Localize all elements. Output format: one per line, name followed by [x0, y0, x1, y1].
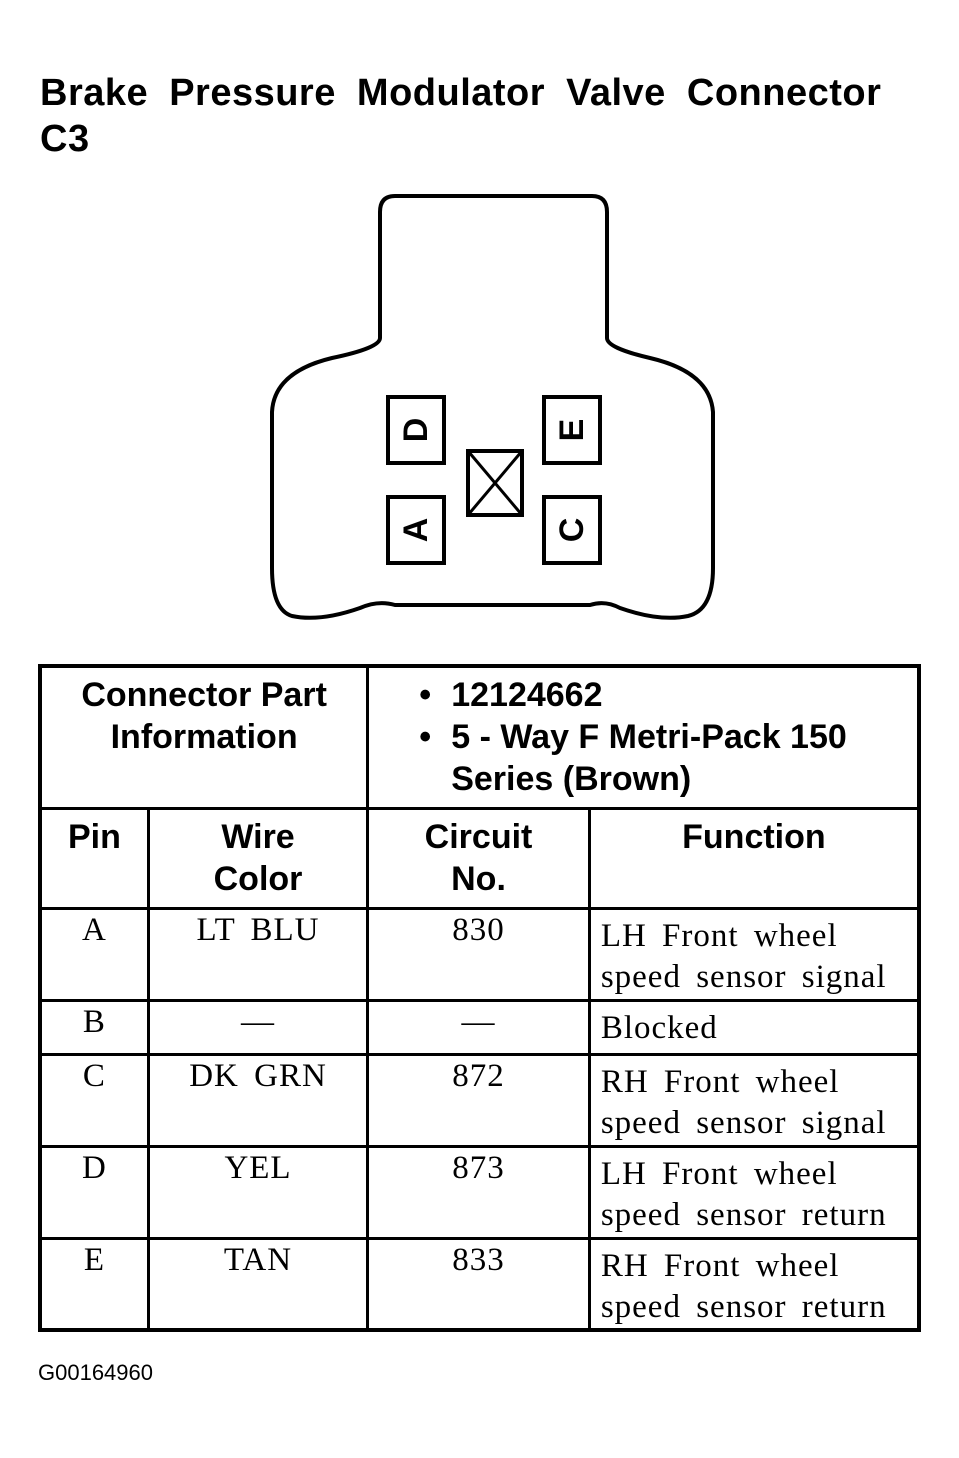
circuit-cell: 872: [366, 1052, 591, 1148]
column-header-wire-color: Wire Color: [146, 806, 370, 910]
connector-pinout-table: Connector Part Information • 12124662 • 5 …: [38, 664, 921, 1332]
function-cell: LH Front wheel speed sensor return: [587, 1144, 921, 1240]
wire-color-cell: LT BLU: [146, 906, 370, 1002]
table-row: E TAN 833 RH Front wheel speed sensor re…: [38, 1236, 921, 1332]
wire-color-cell: TAN: [146, 1236, 370, 1332]
function-cell: RH Front wheel speed sensor signal: [587, 1052, 921, 1148]
column-header-function: Function: [587, 806, 921, 910]
cavity-a-label: A: [397, 518, 435, 543]
circuit-cell: —: [366, 998, 591, 1056]
part-info-values-cell: • 12124662 • 5 - Way F Metri-Pack 150 Seri…: [366, 664, 921, 810]
table-row: D YEL 873 LH Front wheel speed sensor re…: [38, 1144, 921, 1240]
wire-color-cell: DK GRN: [146, 1052, 370, 1148]
part-number-item: • 12124662: [419, 674, 917, 716]
part-info-row: Connector Part Information • 12124662 • 5 …: [38, 664, 921, 810]
diagram-title: Brake Pressure Modulator Valve Connector…: [40, 72, 882, 160]
column-header-pin: Pin: [38, 806, 150, 910]
circuit-cell: 830: [366, 906, 591, 1002]
cavity-c: C: [542, 495, 602, 565]
part-info-label-cell: Connector Part Information: [38, 664, 370, 810]
figure-id: G00164960: [38, 1360, 153, 1385]
cavity-d-label: D: [397, 418, 435, 443]
pin-cell: D: [38, 1144, 150, 1240]
blocked-cavity-icon: [466, 449, 524, 517]
column-header-circuit-no: Circuit No.: [366, 806, 591, 910]
circuit-cell: 873: [366, 1144, 591, 1240]
cavity-a: A: [386, 495, 446, 565]
table-row: A LT BLU 830 LH Front wheel speed sensor…: [38, 906, 921, 1002]
cavity-e-label: E: [553, 419, 591, 442]
circuit-cell: 833: [366, 1236, 591, 1332]
column-header-row: Pin Wire Color Circuit No. Function: [38, 806, 921, 910]
bullet-icon: •: [419, 718, 432, 756]
function-cell: RH Front wheel speed sensor return: [587, 1236, 921, 1332]
pin-cell: B: [38, 998, 150, 1056]
cavity-e: E: [542, 395, 602, 465]
pin-cell: A: [38, 906, 150, 1002]
cavity-d: D: [386, 395, 446, 465]
wire-color-cell: YEL: [146, 1144, 370, 1240]
table-row: B — — Blocked: [38, 998, 921, 1056]
part-description: 5 - Way F Metri-Pack 150 Series (Brown): [451, 718, 847, 798]
part-info-label: Connector Part Information: [81, 676, 327, 756]
wire-color-cell: —: [146, 998, 370, 1056]
function-cell: LH Front wheel speed sensor signal: [587, 906, 921, 1002]
connector-face-diagram: D E A C: [270, 194, 715, 620]
part-description-item: • 5 - Way F Metri-Pack 150 Series (Brown): [419, 716, 917, 800]
table-row: C DK GRN 872 RH Front wheel speed sensor…: [38, 1052, 921, 1148]
cavity-c-label: C: [553, 518, 591, 543]
function-cell: Blocked: [587, 998, 921, 1056]
pin-cell: C: [38, 1052, 150, 1148]
part-info-list: • 12124662 • 5 - Way F Metri-Pack 150 Seri…: [369, 668, 917, 800]
bullet-icon: •: [419, 676, 432, 714]
pin-cell: E: [38, 1236, 150, 1332]
connector-housing-outline: [270, 194, 715, 620]
part-number: 12124662: [451, 676, 603, 714]
